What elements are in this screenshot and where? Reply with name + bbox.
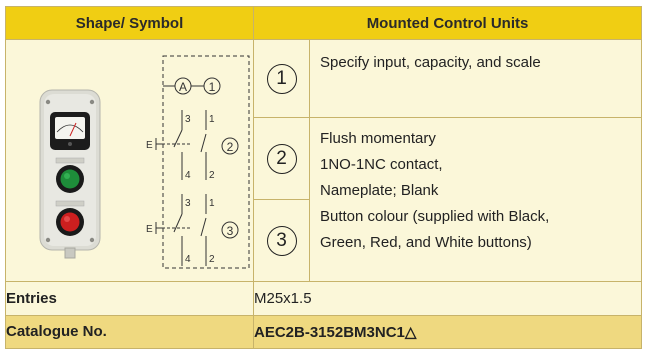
contact-1-top: 1 — [209, 114, 215, 125]
catalogue-label: Catalogue No. — [5, 314, 254, 350]
header-shape-symbol: Shape/ Symbol — [5, 5, 254, 41]
catalogue-value: AEC2B-3152BM3NC1△ — [252, 314, 643, 350]
unit-desc-cell-1: Specify input, capacity, and scale — [308, 39, 643, 119]
symbol-unit-3: 3 — [227, 224, 234, 238]
contact-4-bottom: 4 — [185, 254, 191, 265]
enclosure-dash — [162, 55, 250, 269]
symbol-unit-1: 1 — [209, 80, 216, 94]
product-and-symbol-figure: A 1 E 3 1 — [39, 55, 250, 269]
entries-label: Entries — [5, 281, 254, 316]
switch-symbol-2: E 3 1 4 2 2 — [146, 109, 239, 181]
unit3-line-1: Button colour (supplied with Black, — [320, 208, 550, 226]
contact-2-top: 2 — [209, 170, 215, 181]
unit-number-cell-2: 2 — [253, 117, 310, 201]
contact-1-bottom: 1 — [209, 198, 215, 209]
unit3-line-2: Green, Red, and White buttons) — [320, 234, 532, 252]
header-mounted-units: Mounted Control Units — [252, 5, 643, 41]
ammeter-letter: A — [179, 80, 187, 94]
unit-number-cell-1: 1 — [253, 39, 310, 119]
spec-table: Shape/ Symbol Mounted Control Units — [5, 5, 643, 350]
contact-3-bottom: 3 — [185, 198, 191, 209]
switch-symbol-3: E 3 1 4 2 3 — [146, 193, 239, 266]
catalogue-row: Catalogue No. AEC2B-3152BM3NC1△ — [5, 314, 643, 350]
control-box-image — [39, 89, 101, 259]
unit-desc-1: Specify input, capacity, and scale — [320, 54, 541, 72]
unit-desc-cell-2-3: Flush momentary 1NO-1NC contact, Namepla… — [308, 117, 643, 283]
e-label-2: E — [146, 140, 153, 151]
unit-desc-2-3: Flush momentary 1NO-1NC contact, Namepla… — [310, 118, 641, 256]
unit2-line-3: Nameplate; Blank — [320, 182, 439, 200]
unit-number-3: 3 — [266, 225, 297, 256]
contact-4-top: 4 — [185, 170, 191, 181]
symbol-unit-2: 2 — [227, 140, 234, 154]
entries-row: Entries M25x1.5 — [5, 281, 643, 316]
unit2-line-2: 1NO-1NC contact, — [320, 156, 443, 174]
unit-number-1: 1 — [266, 63, 297, 94]
ammeter-symbol: A 1 — [163, 77, 221, 95]
unit-row-1: A 1 E 3 1 — [5, 39, 643, 283]
unit-number-2: 2 — [266, 143, 297, 174]
e-label-3: E — [146, 224, 153, 235]
unit-row-2: 2 Flush momentary 1NO-1NC contact, Namep… — [6, 117, 643, 283]
contact-3-top: 3 — [185, 114, 191, 125]
contact-2-bottom: 2 — [209, 254, 215, 265]
unit2-line-1: Flush momentary — [320, 130, 436, 148]
entries-value: M25x1.5 — [252, 281, 643, 316]
shape-symbol-cell: A 1 E 3 1 — [5, 39, 254, 283]
header-row: Shape/ Symbol Mounted Control Units — [5, 5, 643, 41]
unit-row-3: 3 — [6, 199, 642, 283]
unit-number-cell-3: 3 — [253, 199, 310, 283]
